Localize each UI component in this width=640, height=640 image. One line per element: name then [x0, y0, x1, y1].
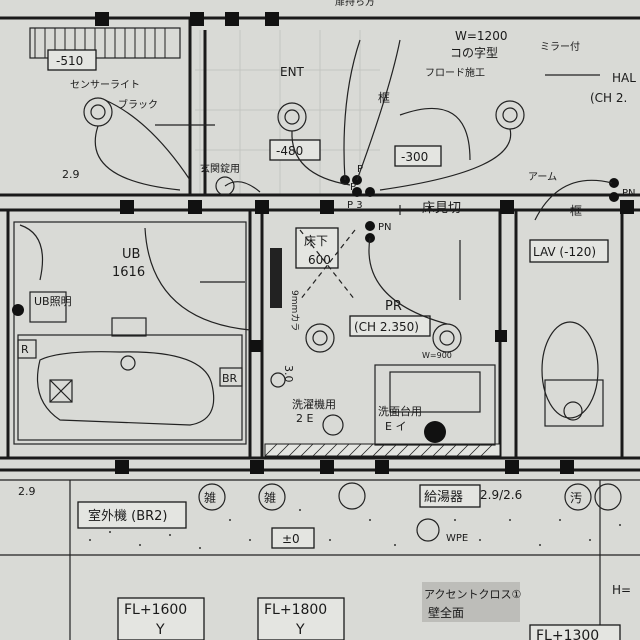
label-width: W=1200: [455, 29, 507, 43]
label-wpe: WPE: [446, 533, 468, 544]
toilet-fixture: [270, 248, 604, 446]
label-y1: Y: [155, 622, 165, 638]
label-frame2: 框: [570, 204, 582, 218]
pr-ceiling-box: [349, 315, 431, 337]
label-fl1300: FL+1300: [536, 628, 599, 640]
structural-columns: [95, 12, 634, 474]
label-minus510: -510: [56, 54, 83, 68]
label-under-floor-num: 600: [308, 253, 331, 267]
dim-box-minus300: [394, 145, 442, 167]
label-p3: P 3: [347, 200, 363, 211]
label-r: R: [21, 343, 29, 356]
label-arm: アーム: [528, 171, 557, 183]
label-washer-e: 2 E: [296, 412, 313, 425]
tile-grid: [195, 30, 380, 195]
label-br: BR: [222, 372, 238, 385]
label-floor-trim: 床見切: [422, 201, 461, 216]
fl1300-box: [529, 624, 621, 640]
label-dirty: 汚: [570, 491, 582, 505]
label-washer: 洗濯機用: [292, 397, 336, 411]
label-bracket: ブラック: [118, 98, 158, 111]
label-pm0: ±0: [282, 532, 300, 546]
label-misc2: 雑: [264, 490, 276, 505]
label-ko-shape: コの字型: [450, 45, 498, 60]
label-h30: 3.0: [282, 365, 295, 383]
label-fl1800: FL+1800: [264, 602, 327, 618]
label-water-heater: 給湯器: [424, 490, 463, 505]
label-basin-e: E イ: [385, 420, 406, 433]
label-pn2: PN: [378, 222, 392, 233]
label-sensor: センサーライト: [70, 79, 140, 91]
label-ub-size: 1616: [112, 265, 145, 280]
gravel-band: [89, 509, 621, 549]
label-basin: 洗面台用: [378, 404, 422, 418]
label-h29b: 2.9: [18, 485, 36, 498]
accent-cloth-highlight: [422, 582, 520, 622]
label-mirror: ミラー付: [540, 40, 580, 53]
hatched-wall-strip: [264, 443, 501, 457]
label-door-note: 扉持ち方: [335, 0, 375, 8]
lav-box: [529, 239, 609, 263]
direction-arrows: [155, 74, 600, 300]
label-h29: 2.9: [62, 168, 80, 181]
pm0-box: [271, 527, 315, 549]
label-ub-light: UB照明: [34, 295, 72, 308]
label-h-equals: H=: [612, 583, 631, 597]
label-pr-ceiling: (CH 2.350): [354, 320, 419, 334]
dim-box-minus510: [47, 49, 97, 71]
label-outdoor-unit: 室外機 (BR2): [88, 508, 168, 524]
label-ent: ENT: [280, 65, 305, 79]
label-entrance-lock: 玄関錠用: [200, 162, 240, 175]
cloth-rail: [270, 248, 282, 308]
wiring-lines: [94, 39, 613, 331]
label-minus480: -480: [276, 144, 303, 158]
label-pn1: PN: [622, 188, 636, 199]
label-whole-wall: 壁全面: [428, 605, 464, 620]
label-p2: P: [350, 182, 356, 193]
label-cloth-9mm: 9mmカラ: [289, 290, 300, 331]
label-fl1600: FL+1600: [124, 602, 187, 618]
label-ub: UB: [122, 247, 140, 262]
label-heater-dim: 2.9/2.6: [480, 488, 522, 502]
label-frame: 框: [378, 91, 390, 105]
plan-labels: 扉持ち方 W=1200 コの字型 フロード施工 ミラー付 HAL (CH 2. …: [18, 0, 636, 640]
fl1600-box: [117, 597, 205, 640]
label-hall: HAL: [612, 71, 636, 85]
outdoor-unit-box: [77, 501, 187, 529]
label-hall-ceiling: (CH 2.: [590, 91, 627, 105]
label-under-floor: 床下: [304, 234, 328, 248]
switch-dots: [340, 175, 619, 243]
label-y2: Y: [295, 622, 305, 638]
label-accent-cloth: アクセントクロス①: [424, 588, 521, 601]
water-heater-box: [419, 484, 481, 508]
unit-bath: [12, 221, 247, 445]
fl1800-box: [257, 597, 345, 640]
label-misc1: 雑: [204, 490, 216, 505]
label-minus300: -300: [401, 150, 428, 164]
label-flood: フロード施工: [425, 66, 485, 79]
label-p1: P: [357, 164, 363, 175]
label-pr: PR: [385, 299, 402, 314]
label-lav: LAV (-120): [533, 245, 596, 259]
label-w900: W=900: [422, 351, 452, 360]
